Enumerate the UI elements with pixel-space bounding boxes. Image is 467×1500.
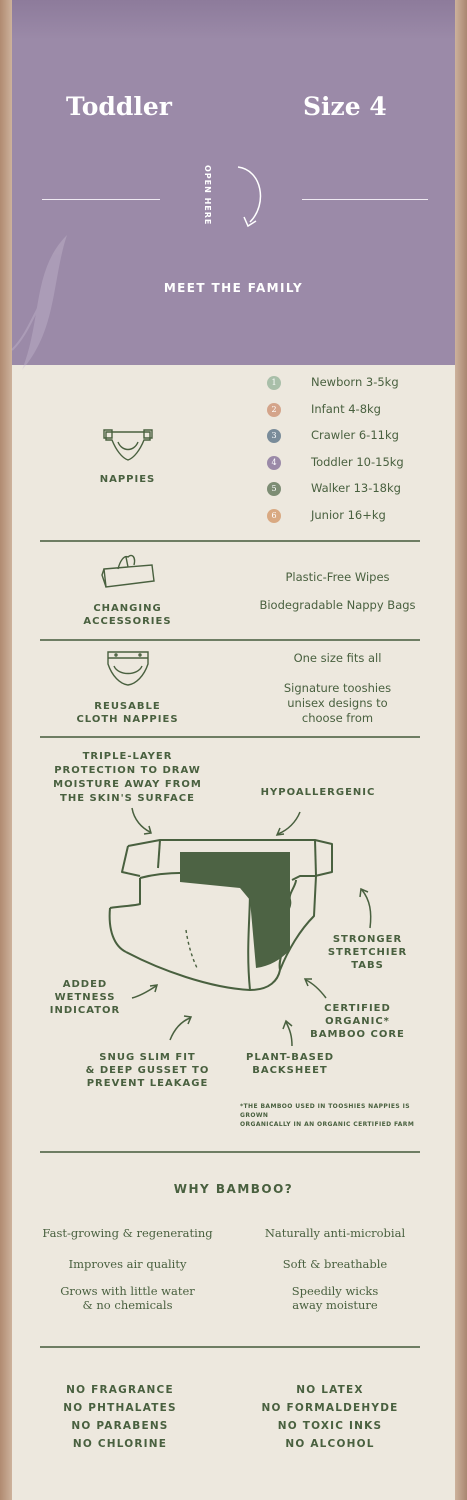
open-here-label: OPEN HERE [203, 165, 212, 225]
nappy-diagram [108, 839, 333, 991]
divider-left [42, 199, 160, 200]
separator [40, 1346, 420, 1348]
why-right-1: Naturally anti-microbial [264, 1226, 406, 1240]
why-right-3: Speedily wicks away moisture [291, 1284, 379, 1312]
pack-edge-left [0, 0, 12, 1500]
size-name: Toddler 10-15kg [311, 454, 404, 469]
size-name: Infant 4-8kg [311, 401, 381, 416]
why-bamboo-title: WHY BAMBOO? [173, 1182, 294, 1196]
arrow-icon [131, 807, 372, 1047]
size-name: Junior 16+kg [311, 507, 386, 522]
nappies-label: NAPPIES [99, 474, 156, 485]
meet-the-family: MEET THE FAMILY [163, 281, 304, 295]
size-number-icon: 1 [267, 376, 281, 390]
size-name: Crawler 6-11kg [311, 428, 399, 442]
why-right-2: Soft & breathable [282, 1257, 388, 1271]
cloth-label: REUSABLE CLOTH NAPPIES [76, 701, 179, 725]
bamboo-footnote: *THE BAMBOO USED IN TOOSHIES NAPPIES IS … [240, 1103, 415, 1128]
wipes-text: Plastic-Free Wipes [285, 570, 390, 584]
triple-layer-label: TRIPLE-LAYER PROTECTION TO DRAW MOISTURE… [53, 751, 202, 804]
wetness-label: ADDED WETNESS INDICATOR [49, 979, 121, 1016]
size-name: Walker 13-18kg [311, 481, 401, 495]
snug-fit-label: SNUG SLIM FIT & DEEP GUSSET TO PREVENT L… [85, 1052, 210, 1089]
pack-edge-right [455, 0, 467, 1500]
why-left-1: Fast-growing & regenerating [42, 1226, 213, 1240]
open-here-tab[interactable]: OPEN HERE [200, 163, 224, 237]
free-from-left: NO FRAGRANCE NO PHTHALATES NO PARABENS N… [63, 1384, 177, 1450]
header-band [12, 0, 455, 365]
designs-text: Signature tooshies unisex designs to cho… [283, 681, 392, 725]
separator [40, 639, 420, 641]
size-title: Size 4 [303, 92, 387, 121]
leaf-pattern-icon [11, 235, 67, 370]
bags-text: Biodegradable Nappy Bags [259, 598, 416, 612]
range-title: Toddler [66, 92, 172, 121]
one-size-text: One size fits all [293, 651, 382, 665]
tabs-label: STRONGER STRETCHIER TABS [327, 934, 408, 971]
separator [40, 1151, 420, 1153]
size-number-icon: 3 [267, 429, 281, 443]
why-left-3: Grows with little water & no chemicals [60, 1284, 195, 1312]
size-number-icon: 4 [267, 455, 281, 470]
size-number-icon: 2 [267, 402, 281, 417]
size-name: Newborn 3-5kg [311, 375, 399, 389]
separator [40, 736, 420, 738]
cloth-nappy-icon [107, 651, 149, 686]
backsheet-label: PLANT-BASED BACKSHEET [245, 1052, 334, 1076]
size-number-icon: 5 [267, 482, 281, 496]
size-number-icon: 6 [267, 508, 281, 523]
free-from-right: NO LATEX NO FORMALDEHYDE NO TOXIC INKS N… [261, 1384, 399, 1450]
hypoallergenic-label: HYPOALLERGENIC [260, 787, 376, 798]
open-arrow-icon [237, 166, 262, 228]
nappy-icon [103, 429, 153, 461]
changing-label: CHANGING ACCESSORIES [83, 603, 172, 627]
wipes-icon [101, 554, 155, 588]
divider-right [302, 199, 428, 200]
why-left-2: Improves air quality [68, 1257, 187, 1271]
bamboo-core-label: CERTIFIED ORGANIC* BAMBOO CORE [310, 1003, 405, 1040]
separator [40, 540, 420, 542]
